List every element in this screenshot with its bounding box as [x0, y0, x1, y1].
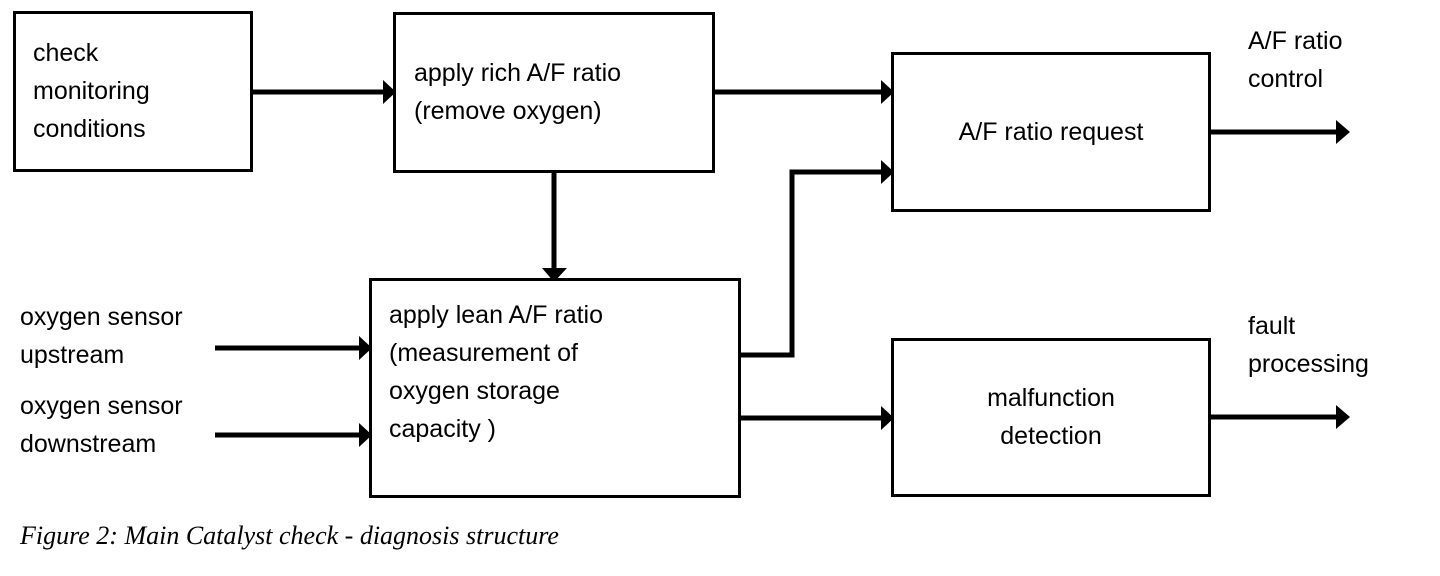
node-check-monitoring-conditions-label: check monitoring conditions: [33, 34, 150, 148]
node-apply-lean-af-ratio[interactable]: apply lean A/F ratio (measurement of oxyge…: [369, 278, 741, 498]
node-apply-rich-af-ratio[interactable]: apply rich A/F ratio (remove oxygen): [393, 12, 715, 173]
label-line: check: [33, 39, 99, 67]
node-apply-lean-af-ratio-label: apply lean A/F ratio (measurement of oxyge…: [389, 296, 603, 448]
node-af-ratio-request-label: A/F ratio request: [894, 113, 1208, 151]
connector-downstream-to-lean: [215, 423, 372, 447]
label-line: oxygen sensor: [20, 303, 183, 331]
label-line: upstream: [20, 341, 125, 369]
label-line: oxygen storage: [389, 377, 560, 405]
label-line: apply lean A/F ratio: [389, 301, 604, 329]
label-af-ratio-control: A/F ratio control: [1248, 22, 1342, 98]
node-af-ratio-request[interactable]: A/F ratio request: [891, 52, 1211, 212]
label-oxygen-sensor-downstream: oxygen sensor downstream: [20, 387, 183, 463]
label-line: conditions: [33, 115, 146, 143]
connector-rich-to-lean: [542, 173, 567, 282]
node-check-monitoring-conditions[interactable]: check monitoring conditions: [13, 11, 253, 172]
connector-rich-to-request: [715, 80, 894, 104]
label-line: detection: [1000, 422, 1102, 450]
label-line: A/F ratio request: [958, 118, 1144, 146]
figure-caption: Figure 2: Main Catalyst check - diagnosi…: [20, 521, 559, 550]
label-line: (measurement of: [389, 339, 578, 367]
node-apply-rich-af-ratio-label: apply rich A/F ratio (remove oxygen): [414, 54, 621, 130]
label-line: fault: [1248, 312, 1296, 340]
label-line: capacity ): [389, 415, 496, 443]
node-malfunction-detection-label: malfunction detection: [894, 379, 1208, 455]
label-line: downstream: [20, 430, 157, 458]
label-line: processing: [1248, 350, 1369, 378]
label-line: (remove oxygen): [414, 97, 602, 125]
label-fault-processing: fault processing: [1248, 307, 1369, 383]
connector-malfunction-to-fault: [1211, 405, 1350, 429]
label-line: monitoring: [33, 77, 150, 105]
label-line: apply rich A/F ratio: [414, 59, 622, 87]
label-line: malfunction: [987, 384, 1115, 412]
connector-check-to-rich: [253, 80, 396, 104]
connector-lean-to-request: [741, 160, 894, 358]
connector-lean-to-malfunction: [741, 406, 894, 430]
label-line: A/F ratio: [1248, 27, 1343, 55]
node-malfunction-detection[interactable]: malfunction detection: [891, 338, 1211, 497]
connector-request-to-af-control: [1211, 120, 1350, 144]
label-oxygen-sensor-upstream: oxygen sensor upstream: [20, 298, 183, 374]
label-line: oxygen sensor: [20, 392, 183, 420]
label-line: control: [1248, 65, 1324, 93]
connector-upstream-to-lean: [215, 336, 372, 360]
